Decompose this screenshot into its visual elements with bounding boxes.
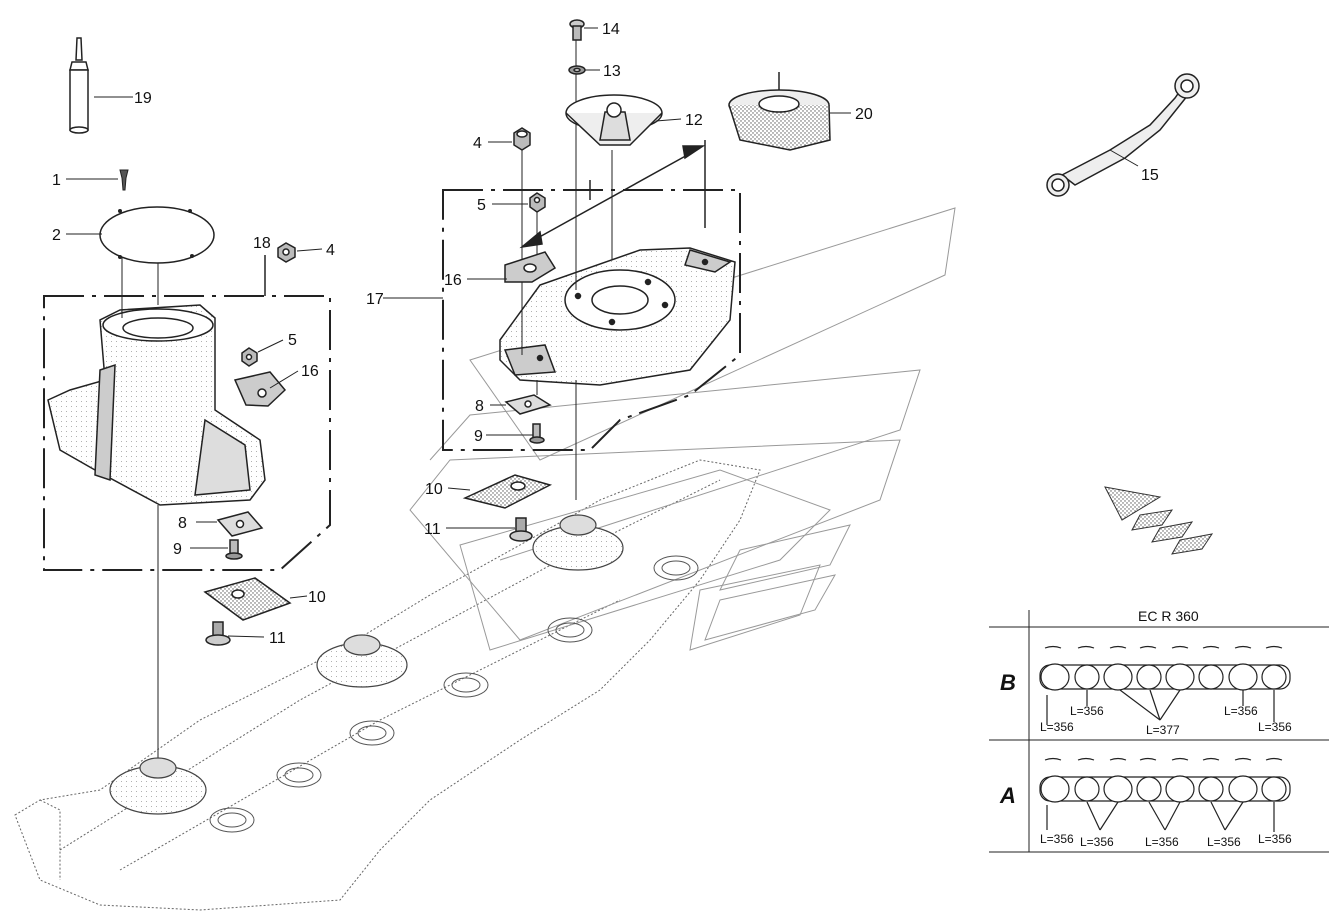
config-table: EC R 360 B A L=356 L=356 L=377 L=356 — [989, 608, 1329, 853]
bearing-rings — [209, 555, 699, 833]
blade-icon — [462, 474, 553, 509]
leader-lines — [66, 27, 1139, 638]
callout-9: 9 — [173, 541, 182, 558]
callout-19: 19 — [134, 90, 152, 107]
callout-1: 1 — [52, 172, 61, 189]
length-label: L=356 — [1040, 832, 1074, 846]
blade-holder-icon — [216, 511, 264, 537]
callout-18: 18 — [253, 235, 271, 252]
gearbox-hub — [109, 514, 624, 815]
nut-icon — [529, 192, 546, 213]
blade-icon — [203, 577, 292, 621]
drum-cone — [47, 304, 266, 506]
length-label: L=356 — [1258, 832, 1292, 846]
row-label-a: A — [999, 783, 1016, 808]
callout-10: 10 — [425, 481, 443, 498]
kit-17-box — [442, 189, 741, 451]
bolt-icon — [529, 423, 545, 444]
skid-icon — [504, 251, 557, 283]
direction-arrow-icon — [1104, 486, 1214, 555]
wrench-icon — [1046, 73, 1200, 197]
length-label: L=356 — [1207, 835, 1241, 849]
callout-20: 20 — [855, 106, 873, 123]
skid-icon — [233, 371, 287, 407]
bolt-icon — [225, 539, 243, 560]
cone-cap — [728, 72, 831, 151]
callout-10: 10 — [308, 589, 326, 606]
callout-5: 5 — [288, 332, 297, 349]
disc-layout-a — [1039, 757, 1291, 832]
callout-4: 4 — [473, 135, 482, 152]
callout-13: 13 — [603, 63, 621, 80]
callout-16: 16 — [444, 272, 462, 289]
bolt-icon — [205, 621, 231, 646]
callout-8: 8 — [178, 515, 187, 532]
row-label-b: B — [1000, 670, 1016, 695]
length-label: L=356 — [1040, 720, 1074, 734]
callout-8: 8 — [475, 398, 484, 415]
screw-icon — [569, 19, 585, 41]
kit-18-box — [43, 295, 331, 571]
callout-9: 9 — [474, 428, 483, 445]
callout-labels: 1 2 19 18 4 5 16 8 9 10 11 4 5 16 17 8 9… — [52, 21, 1159, 647]
length-label: L=356 — [1145, 835, 1179, 849]
guide-lines — [409, 207, 956, 651]
callout-11: 11 — [269, 630, 286, 647]
measure-arrow-icon — [519, 140, 706, 249]
callout-5: 5 — [477, 197, 486, 214]
alignment-lines — [521, 40, 613, 500]
callout-11: 11 — [424, 521, 441, 538]
cutter-bar — [14, 459, 761, 911]
nut-icon — [277, 242, 296, 263]
callout-4: 4 — [326, 242, 335, 259]
callout-16: 16 — [301, 363, 319, 380]
callout-14: 14 — [602, 21, 620, 38]
disc-cap — [565, 94, 663, 146]
disc-layout-b — [1039, 645, 1291, 725]
callout-2: 2 — [52, 227, 61, 244]
length-label: L=356 — [1258, 720, 1292, 734]
bolt-icon — [509, 517, 533, 542]
length-label: L=356 — [1070, 704, 1104, 718]
callout-17: 17 — [366, 291, 384, 308]
callout-15: 15 — [1141, 167, 1159, 184]
length-label: L=377 — [1146, 723, 1180, 737]
callout-12: 12 — [685, 112, 703, 129]
nut-icon — [513, 127, 531, 151]
washer-icon — [568, 65, 586, 75]
screw-icon — [119, 169, 129, 191]
sealant-tube-icon — [69, 37, 89, 134]
length-label: L=356 — [1080, 835, 1114, 849]
cover-plate — [99, 206, 215, 264]
blade-holder-icon — [504, 394, 552, 415]
mower-disc — [499, 247, 736, 386]
table-title: EC R 360 — [1138, 608, 1199, 624]
length-label: L=356 — [1224, 704, 1258, 718]
nut-icon — [241, 347, 258, 367]
